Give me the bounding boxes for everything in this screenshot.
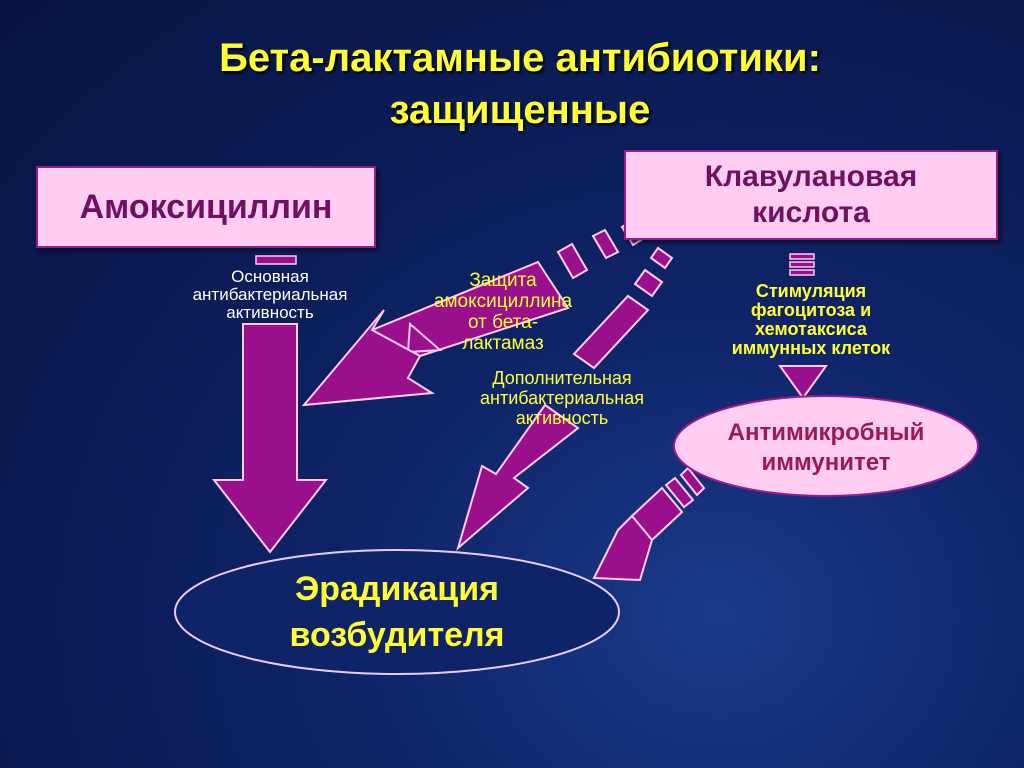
main-activity-line-3: активность bbox=[226, 303, 314, 322]
arrow-protection bbox=[301, 220, 643, 407]
protection-line-4: лактамаз bbox=[462, 333, 544, 354]
eradication-ellipse bbox=[174, 549, 620, 675]
stimulation-line-4: иммунных клеток bbox=[731, 338, 891, 358]
protection-label: Защита амоксициллина от бета- лактамаз bbox=[408, 270, 598, 354]
main-activity-line-2: антибактериальная bbox=[192, 285, 348, 304]
main-activity-line-1: Основная bbox=[231, 267, 309, 286]
protection-line-1: Защита bbox=[469, 270, 537, 291]
stimulation-label: Стимуляция фагоцитоза и хемотаксиса имму… bbox=[694, 282, 928, 358]
immunity-ellipse bbox=[673, 395, 979, 497]
arrow-additional-activity bbox=[456, 246, 674, 551]
stimulation-line-2: фагоцитоза и bbox=[750, 300, 872, 320]
protection-line-2: амоксициллина bbox=[433, 291, 573, 312]
protection-line-3: от бета- bbox=[467, 312, 539, 333]
immunity-line-1: Антимикробный bbox=[727, 419, 925, 446]
immunity-text: Антимикробный иммунитет bbox=[690, 418, 962, 478]
immunity-line-2: иммунитет bbox=[761, 449, 891, 476]
arrow-main-activity bbox=[211, 255, 329, 554]
clavulanic-label-line-2: кислота bbox=[752, 196, 870, 229]
amoxicillin-box: Амоксициллин bbox=[36, 166, 376, 248]
title-line-1: Бета-лактамные антибиотики: bbox=[219, 36, 821, 80]
clavulanic-acid-box: Клавулановая кислота bbox=[624, 150, 998, 240]
stimulation-line-1: Стимуляция bbox=[755, 281, 867, 301]
stimulation-line-3: хемотаксиса bbox=[755, 319, 867, 339]
eradication-line-1: Эрадикация bbox=[295, 570, 499, 608]
amoxicillin-label: Амоксициллин bbox=[79, 187, 333, 226]
additional-activity-label: Дополнительная антибактериальная активно… bbox=[446, 368, 678, 428]
title-line-2: защищенные bbox=[389, 88, 651, 132]
eradication-line-2: возбудителя bbox=[289, 616, 505, 654]
arrow-immunity bbox=[592, 466, 706, 582]
main-activity-label: Основная антибактериальная активность bbox=[160, 268, 380, 322]
additional-activity-line-3: активность bbox=[515, 408, 609, 428]
eradication-text: Эрадикация возбудителя bbox=[200, 566, 594, 658]
page-title: Бета-лактамные антибиотики: защищенные bbox=[150, 32, 890, 136]
additional-activity-line-1: Дополнительная bbox=[492, 368, 632, 388]
clavulanic-label-line-1: Клавулановая bbox=[704, 160, 918, 193]
additional-activity-line-2: антибактериальная bbox=[480, 388, 644, 408]
arrow-stimulation bbox=[778, 253, 828, 400]
